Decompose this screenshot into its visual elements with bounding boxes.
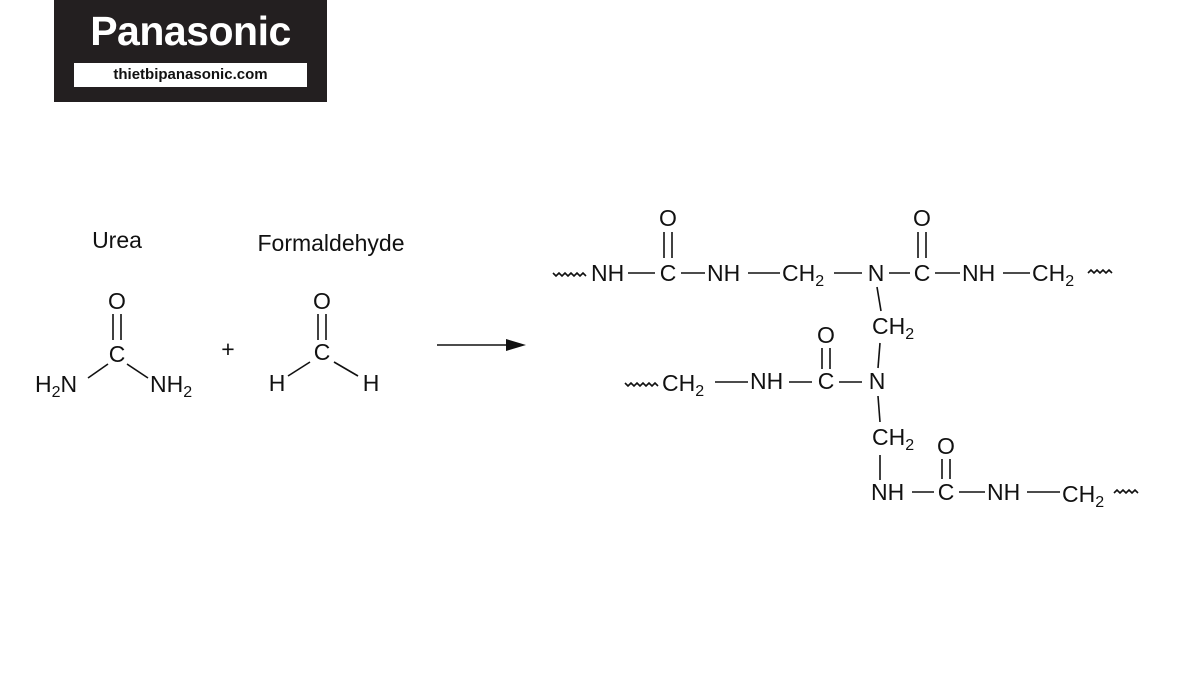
reaction-arrow bbox=[437, 339, 526, 351]
atom-label: CH2 bbox=[662, 370, 704, 400]
atom-label-part: CH bbox=[872, 424, 905, 450]
atom-label: C bbox=[660, 260, 677, 286]
atom-label: C bbox=[938, 479, 955, 505]
bond-line bbox=[333, 361, 359, 377]
panasonic-logo: Panasonic thietbipanasonic.com bbox=[54, 0, 327, 102]
urea-label: Urea bbox=[92, 227, 142, 253]
atom-label: NH bbox=[707, 260, 740, 286]
atom-label: O bbox=[659, 205, 677, 231]
plus-sign: + bbox=[221, 336, 234, 362]
bond-line bbox=[877, 395, 881, 423]
atom-c: C bbox=[314, 339, 331, 365]
atom-label: CH2 bbox=[1032, 260, 1074, 290]
logo-brand: Panasonic bbox=[90, 8, 291, 54]
atom-label: CH2 bbox=[782, 260, 824, 290]
atom-label: N bbox=[868, 260, 885, 286]
atom-label-part: 2 bbox=[815, 273, 824, 290]
atom-label: NH bbox=[871, 479, 904, 505]
atom-label: NH bbox=[962, 260, 995, 286]
atom-c: C bbox=[109, 341, 126, 367]
wavy-bond bbox=[1113, 488, 1139, 495]
wavy-bond bbox=[624, 381, 659, 388]
atom-label: NH bbox=[987, 479, 1020, 505]
urea-formaldehyde-polymer: NH C O NH CH2 N C O NH CH2 CH2 CH2 NH C … bbox=[552, 205, 1139, 511]
atom-label-part: 2 bbox=[905, 326, 914, 343]
atom-h: H bbox=[269, 370, 286, 396]
atom-label-part: 2 bbox=[905, 437, 914, 454]
atom-label bbox=[506, 339, 526, 351]
atom-label: CH2 bbox=[872, 313, 914, 343]
formaldehyde-label: Formaldehyde bbox=[257, 230, 404, 256]
atom-h2n: H2N bbox=[35, 371, 77, 401]
atom-label-part: CH bbox=[872, 313, 905, 339]
atom-label: NH bbox=[750, 368, 783, 394]
atom-label-part: NH bbox=[150, 371, 183, 397]
atom-nh2: NH2 bbox=[150, 371, 192, 401]
atom-o: O bbox=[313, 288, 331, 314]
bond-line bbox=[876, 286, 882, 312]
atom-label: O bbox=[937, 433, 955, 459]
wavy-bond bbox=[552, 271, 587, 278]
atom-label-part: CH bbox=[1032, 260, 1065, 286]
atom-label: CH2 bbox=[872, 424, 914, 454]
atom-label-part: 2 bbox=[1065, 273, 1074, 290]
atom-label: NH bbox=[591, 260, 624, 286]
atom-label: N bbox=[869, 368, 886, 394]
bond-line bbox=[87, 363, 109, 379]
atom-label-part: CH bbox=[1062, 481, 1095, 507]
atom-o: O bbox=[108, 288, 126, 314]
wavy-bond bbox=[1087, 268, 1113, 275]
atom-label: C bbox=[914, 260, 931, 286]
atom-label-part: 2 bbox=[183, 384, 192, 401]
atom-label-part: N bbox=[61, 371, 78, 397]
atom-label-part: 2 bbox=[695, 383, 704, 400]
atom-h: H bbox=[363, 370, 380, 396]
atom-label-part: CH bbox=[662, 370, 695, 396]
bond-line bbox=[126, 363, 149, 379]
atom-label: CH2 bbox=[1062, 481, 1104, 511]
atom-label: C bbox=[818, 368, 835, 394]
formaldehyde-structure: O C H H bbox=[269, 288, 380, 396]
atom-label-part: CH bbox=[782, 260, 815, 286]
atom-label: O bbox=[817, 322, 835, 348]
urea-structure: O C H2N NH2 bbox=[35, 288, 192, 401]
bond-line bbox=[877, 342, 881, 369]
atom-label-part: H bbox=[35, 371, 52, 397]
atom-label-part: 2 bbox=[1095, 494, 1104, 511]
logo-site-url: thietbipanasonic.com bbox=[74, 63, 307, 87]
atom-label-part: 2 bbox=[52, 384, 61, 401]
atom-label: O bbox=[913, 205, 931, 231]
bond-line bbox=[287, 361, 311, 377]
